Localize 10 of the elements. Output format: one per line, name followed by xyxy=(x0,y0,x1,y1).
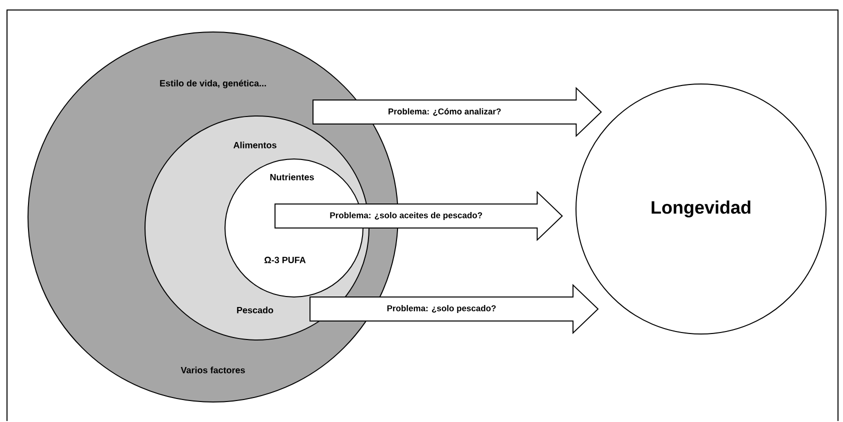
circle-label: Alimentos xyxy=(233,142,276,148)
edge-label: Problema: ¿Cómo analizar? xyxy=(388,108,502,116)
circle-label: Estilo de vida, genética... xyxy=(160,80,266,88)
circle-label: Nutrientes xyxy=(270,174,314,180)
circle-label: Ω-3 PUFA xyxy=(264,256,306,264)
edge-label: Problema: ¿solo aceites de pescado? xyxy=(329,212,484,220)
circle-label: Varios factores xyxy=(180,366,245,374)
circle-label: Pescado xyxy=(237,306,274,314)
edge-label: Problema: ¿solo pescado? xyxy=(386,304,497,314)
circle-label: Longevidad xyxy=(652,200,750,218)
